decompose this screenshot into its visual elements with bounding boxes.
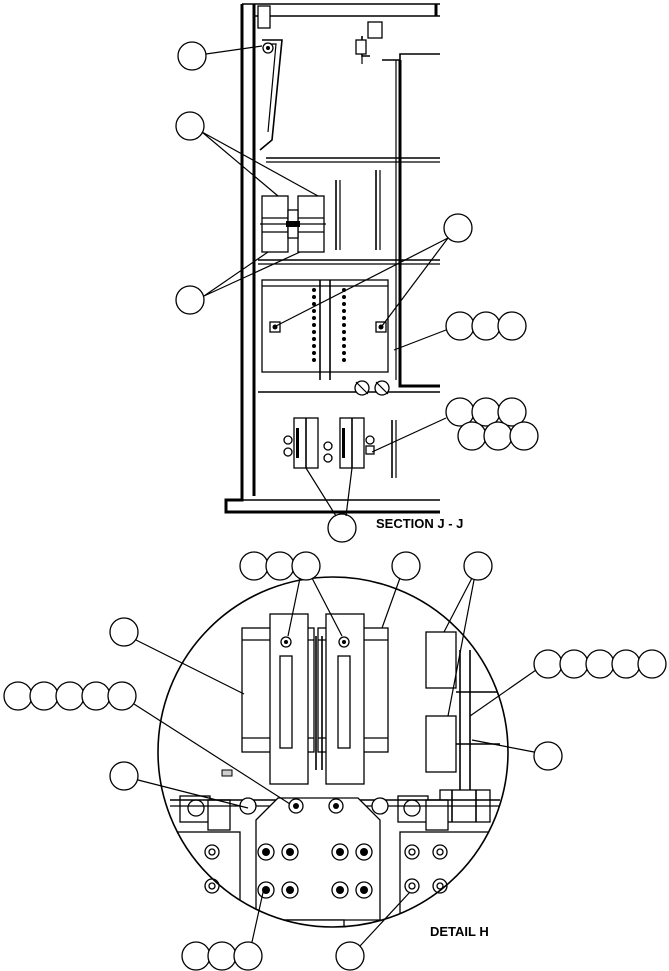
coil-pair: [260, 195, 326, 253]
stud: [312, 309, 316, 313]
detail-terminal-studs: [204, 843, 448, 899]
detail-outline: [157, 576, 509, 928]
stud: [312, 344, 316, 348]
callout-bubble: [109, 761, 139, 791]
terminal-stud-core: [286, 848, 294, 856]
callout-bubble: [443, 213, 473, 243]
callout-bubble: [533, 649, 563, 679]
stud: [312, 302, 316, 306]
stud: [342, 295, 346, 299]
callout-bubble: [109, 617, 139, 647]
callout-bubble: [291, 551, 321, 581]
stud: [342, 337, 346, 341]
stud: [342, 302, 346, 306]
callout-bubble: [81, 681, 111, 711]
callout-bubble: [233, 941, 263, 971]
terminal-studs: [312, 288, 346, 362]
base-stud-core: [208, 848, 216, 856]
callout-bubble: [463, 551, 493, 581]
stud: [342, 344, 346, 348]
detail-label: DETAIL H: [430, 924, 489, 939]
callout-bubble: [3, 681, 33, 711]
stud: [312, 316, 316, 320]
callout-bubble: [207, 941, 237, 971]
base-stud-core: [208, 882, 216, 890]
base-stud-core: [436, 848, 444, 856]
callout-bubble: [175, 285, 205, 315]
terminal-stud-core: [336, 848, 344, 856]
callout-bubble: [391, 551, 421, 581]
callout-bubble: [457, 421, 487, 451]
callout-bubble: [177, 41, 207, 71]
terminal-stud-core: [286, 886, 294, 894]
base-stud-core: [408, 882, 416, 890]
stud: [342, 351, 346, 355]
stud: [312, 337, 316, 341]
callout-bubble: [107, 681, 137, 711]
contactor-blocks: [283, 417, 375, 469]
callout-bubble: [239, 551, 269, 581]
stud: [342, 330, 346, 334]
callout-bubble: [265, 551, 295, 581]
stud: [312, 351, 316, 355]
callout-bubble: [483, 421, 513, 451]
callout-bubble: [559, 649, 589, 679]
callout-bubble: [637, 649, 667, 679]
callout-bubble: [327, 513, 357, 543]
callout-group-detail: [3, 551, 667, 971]
base-stud-core: [408, 848, 416, 856]
section-label: SECTION J - J: [376, 516, 463, 531]
terminal-stud-core: [360, 848, 368, 856]
callout-bubble: [611, 649, 641, 679]
stud: [312, 358, 316, 362]
callout-bubble: [497, 311, 527, 341]
callout-bubble: [509, 421, 539, 451]
callout-bubble: [55, 681, 85, 711]
stud: [342, 309, 346, 313]
callout-group-section: [175, 41, 539, 543]
terminal-stud-core: [262, 848, 270, 856]
terminal-stud-core: [360, 886, 368, 894]
callout-bubble: [585, 649, 615, 679]
stud: [312, 288, 316, 292]
stud: [342, 316, 346, 320]
callout-bubble: [175, 111, 205, 141]
callout-bubble: [533, 741, 563, 771]
stud: [312, 330, 316, 334]
callout-bubble: [29, 681, 59, 711]
terminal-panel: [261, 279, 389, 380]
base-stud-core: [436, 882, 444, 890]
callout-bubble: [335, 941, 365, 971]
stud: [342, 323, 346, 327]
callout-bubble: [445, 311, 475, 341]
stud: [342, 358, 346, 362]
callout-bubble: [181, 941, 211, 971]
callout-bubble: [497, 397, 527, 427]
section-j-j-view: SECTION J - J: [175, 3, 539, 543]
callout-bubble: [471, 311, 501, 341]
detail-h-view: DETAIL H: [3, 551, 667, 971]
stud: [312, 295, 316, 299]
terminal-stud-core: [336, 886, 344, 894]
stud: [312, 323, 316, 327]
